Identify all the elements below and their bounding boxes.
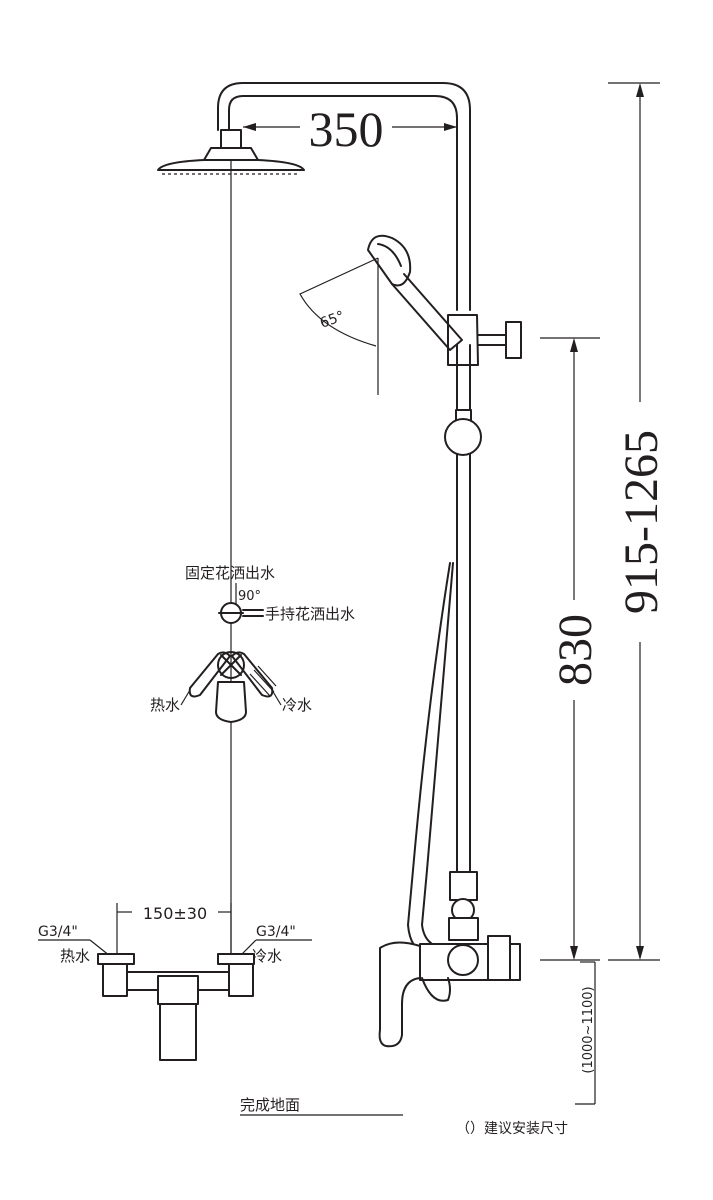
dim-915-1265-label: 915-1265 [615,430,668,614]
dimension-350: 350 [243,101,457,157]
cold-water-label: 冷水 [282,696,312,714]
thread-right-label: G3/4" [256,924,296,940]
fixed-shower-outlet-label: 固定花洒出水 [185,564,275,582]
hot-water-label: 热水 [150,696,180,714]
dim-350-label: 350 [309,101,384,157]
dimension-inlet-spacing: 150±30 [116,903,232,962]
hand-shower: 65° [299,234,522,395]
slide-ball-joint [444,409,482,456]
hot-water-inlet-label: 热水 [60,947,90,965]
install-height-label: (1000~1100) [581,986,596,1073]
hand-shower-outlet-label: 手持花洒出水 [265,605,355,623]
dim-830-label: 830 [549,614,602,686]
lower-holder [448,871,479,941]
finished-floor: 完成地面 [240,1096,403,1116]
dimension-install-height: (1000~1100) [575,961,596,1105]
shower-hose [407,562,454,956]
mixer-handle-front: 热水 冷水 [150,651,312,723]
cold-water-inlet-label: 冷水 [252,947,282,965]
dimension-915-1265: 915-1265 [608,82,668,961]
inlet-labels: G3/4" 热水 G3/4" 冷水 [38,924,312,965]
thread-left-label: G3/4" [38,924,78,940]
angle-65-label: 65° [318,308,347,332]
angle-90-label: 90° [238,589,261,604]
shower-riser [217,82,471,941]
mixer-body [378,935,521,1048]
inlet-spacing-label: 150±30 [143,904,207,923]
dimension-830: 830 [540,337,602,961]
finished-floor-label: 完成地面 [240,1096,300,1114]
mixer-front [97,953,255,1061]
recommended-note: （）建议安装尺寸 [456,1121,568,1137]
diverter-front: 固定花洒出水 90° 手持花洒出水 [185,564,355,624]
